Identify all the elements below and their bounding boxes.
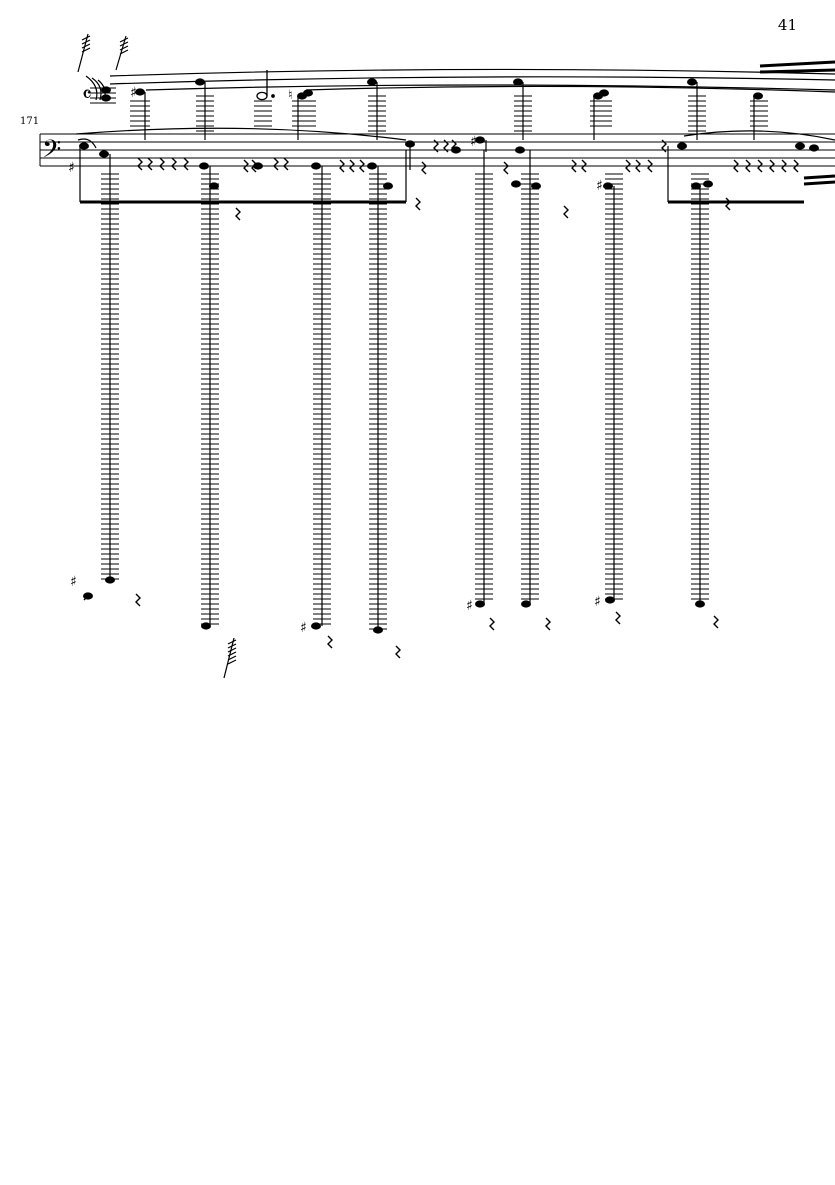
bass-staff-slurs — [75, 127, 835, 149]
upper-staff-noteheads — [101, 78, 763, 102]
svg-text:♯: ♯ — [68, 160, 75, 176]
common-time-signature: 𝄴 — [82, 83, 92, 108]
upper-staff-half-note — [256, 70, 275, 101]
low-register-noteheads — [83, 576, 705, 634]
bass-staff-beams — [80, 174, 835, 204]
svg-text:♯: ♯ — [596, 178, 603, 194]
upper-staff-slurs — [109, 68, 835, 93]
bass-staff-rests — [137, 139, 799, 221]
svg-text:♯: ♯ — [594, 594, 601, 610]
grace-note-flags — [77, 33, 129, 73]
low-register-rests — [83, 593, 719, 659]
bass-staff-sharps: ♯ ♯ ♯ — [68, 134, 603, 194]
natural-accidental: ♮ — [288, 88, 293, 103]
upper-staff-ledger-lines — [130, 95, 768, 132]
svg-text:♯: ♯ — [70, 574, 77, 590]
low-grace-flags — [223, 637, 237, 679]
bass-clef: 𝄢 — [42, 135, 61, 170]
svg-text:♯: ♯ — [466, 598, 473, 614]
sharp-accidental: ♯ — [130, 85, 137, 101]
measure-number: 171 — [20, 116, 40, 127]
ledger-line-columns — [101, 173, 709, 630]
bass-staff-lines — [39, 133, 835, 167]
bass-staff-noteheads — [79, 136, 819, 190]
page-number: 41 — [777, 16, 797, 34]
svg-text:♯: ♯ — [470, 134, 477, 150]
low-register-sharps: ♯ ♯ ♯ ♯ — [70, 574, 601, 636]
svg-text:♯: ♯ — [300, 620, 307, 636]
